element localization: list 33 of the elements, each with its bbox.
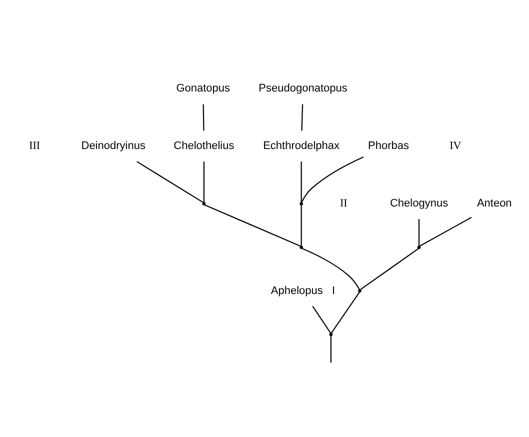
label: II [340, 198, 348, 210]
node-point [202, 202, 206, 206]
node-point [300, 246, 303, 249]
node-point [417, 246, 421, 249]
label: IV [450, 140, 462, 152]
connector [202, 104, 204, 131]
connector [203, 162, 205, 202]
node-text: Echthrodelphax [263, 140, 340, 152]
node-text: Gonatopus [176, 82, 230, 95]
connector [301, 104, 304, 131]
node-text: Chelothelius [174, 140, 234, 152]
node-text: Anteon [476, 198, 512, 210]
node-text: Chelogynus [390, 198, 448, 210]
node-point [300, 202, 303, 206]
connector [300, 162, 302, 202]
connector [330, 336, 332, 363]
connector [330, 292, 360, 334]
node-point [358, 289, 362, 293]
node-text: Phorbas [368, 140, 410, 152]
connector [300, 205, 302, 246]
node-text: Aphelopus I [270, 284, 336, 297]
node-text: Deinodryinus [81, 140, 146, 152]
connector [418, 219, 420, 246]
connector [301, 156, 364, 203]
node-point [329, 332, 333, 336]
connector [360, 248, 419, 290]
connector [204, 204, 301, 247]
connector [302, 248, 360, 290]
node-text: Pseudogonatopus [258, 82, 348, 95]
connector [136, 161, 204, 204]
label: III [29, 140, 40, 152]
connector [312, 306, 332, 334]
connector [420, 216, 472, 246]
